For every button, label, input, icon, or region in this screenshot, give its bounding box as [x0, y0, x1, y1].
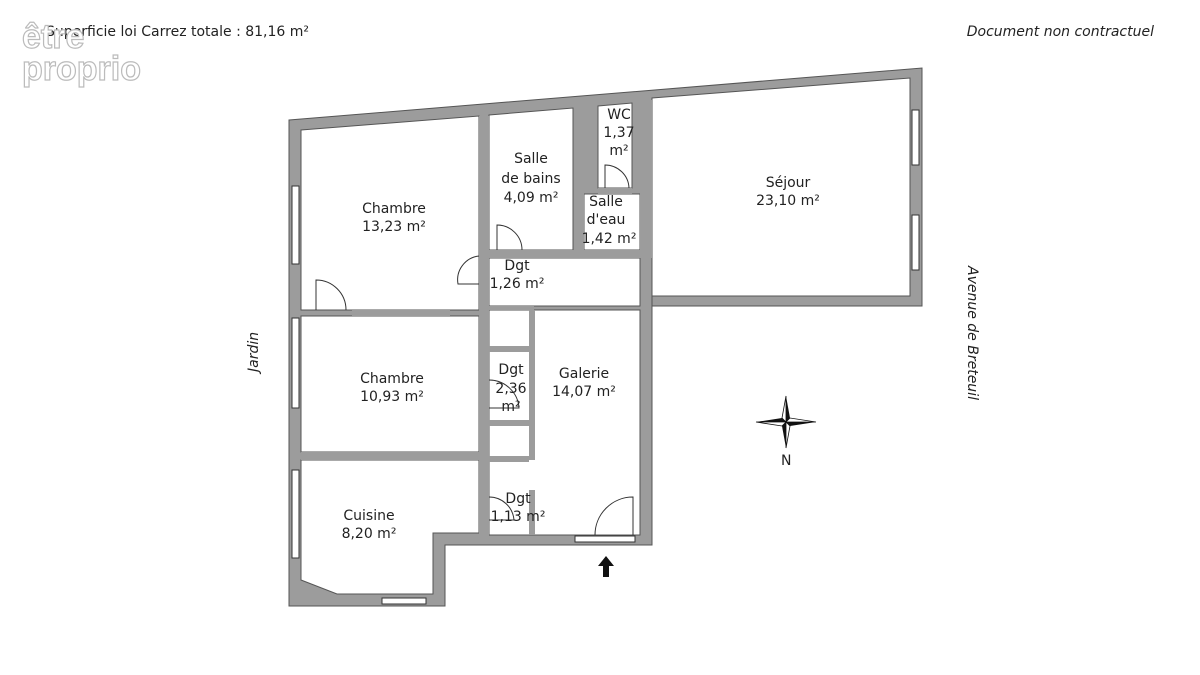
logo-line-1: être [22, 18, 84, 56]
wc-area-2: m² [609, 143, 628, 159]
wall-segment [529, 310, 535, 460]
wc-name: WC [607, 107, 631, 123]
door-swing [488, 496, 515, 521]
wall-segment [352, 310, 450, 316]
wall-segment [479, 116, 489, 536]
window [381, 597, 427, 605]
dgt-2-area-1: 2,36 [495, 381, 526, 397]
total-area-text: Superficie loi Carrez totale : 81,16 m² [46, 24, 310, 40]
side-label-left: Jardin [246, 332, 262, 375]
dgt-1-name: Dgt [504, 258, 530, 274]
salle-eau-name-2: d'eau [587, 212, 626, 228]
dgt-1-area: 1,26 m² [490, 276, 545, 292]
wall-segment [489, 250, 640, 258]
compass-north-label: N [781, 453, 791, 469]
wall-segment [529, 490, 535, 535]
sdb-name-1: Salle [514, 151, 548, 167]
door-swing [457, 255, 480, 285]
window [911, 214, 920, 271]
window [291, 317, 300, 409]
wall-segment [489, 420, 529, 426]
door-swing [488, 379, 520, 409]
window [911, 109, 920, 166]
sejour-name: Séjour [766, 175, 811, 191]
sejour-area: 23,10 m² [756, 193, 820, 209]
window [291, 185, 300, 265]
chambre-1-name: Chambre [362, 201, 426, 217]
dgt-3-area: 1,13 m² [491, 509, 546, 525]
wall-segment [301, 452, 479, 460]
sdb-name-2: de bains [501, 171, 560, 187]
wall-segment [489, 456, 529, 462]
side-label-right: Avenue de Breteuil [964, 265, 980, 400]
dgt-2-name: Dgt [498, 362, 524, 378]
door-swing [594, 496, 634, 536]
logo-line-2: proprio [22, 50, 141, 88]
door-swing [315, 279, 347, 311]
chambre-2-name: Chambre [360, 371, 424, 387]
wall-segment [578, 110, 584, 252]
window [291, 469, 300, 559]
wc-area-1: 1,37 [603, 125, 634, 141]
disclaimer-text: Document non contractuel [966, 24, 1154, 40]
wall-segment [489, 346, 529, 352]
door-swing [604, 164, 630, 189]
cuisine-area: 8,20 m² [342, 526, 397, 542]
salle-eau-area: 1,42 m² [582, 231, 637, 247]
brand-logo: être proprio [21, 18, 141, 88]
window [574, 535, 636, 543]
door-swing [496, 224, 523, 251]
dgt-3-name: Dgt [505, 491, 531, 507]
chambre-2-area: 10,93 m² [360, 389, 424, 405]
dgt-2-area-2: m² [501, 399, 520, 415]
wall-segment [489, 306, 534, 310]
chambre-1-area: 13,23 m² [362, 219, 426, 235]
compass-rose-icon [755, 395, 817, 449]
galerie-area: 14,07 m² [552, 384, 616, 400]
wall-segment [640, 100, 652, 258]
cuisine-name: Cuisine [343, 508, 394, 524]
wall-segment [598, 188, 632, 194]
sdb-area: 4,09 m² [504, 190, 559, 206]
galerie-name: Galerie [559, 366, 609, 382]
salle-eau-name-1: Salle [589, 194, 623, 210]
entrance-arrow-icon [598, 556, 614, 577]
